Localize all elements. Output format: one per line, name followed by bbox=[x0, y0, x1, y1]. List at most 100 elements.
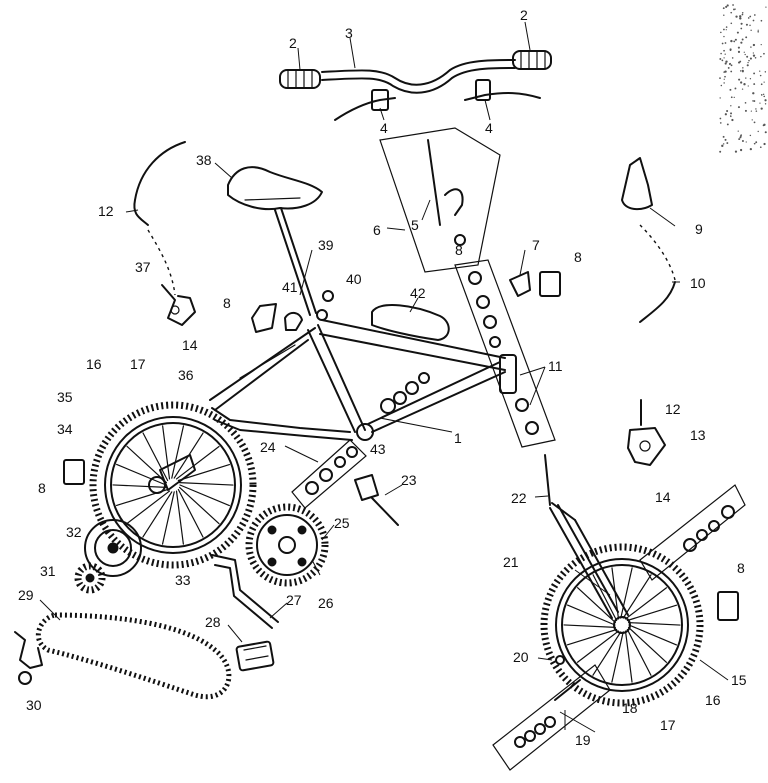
speck bbox=[734, 87, 737, 90]
callout-31: 31 bbox=[40, 563, 56, 579]
speck bbox=[760, 19, 763, 22]
speck bbox=[725, 29, 727, 31]
callout-42: 42 bbox=[410, 285, 426, 301]
speck bbox=[726, 4, 729, 7]
spoke bbox=[178, 486, 220, 525]
speck bbox=[763, 95, 766, 98]
speck bbox=[737, 46, 740, 49]
speck bbox=[729, 49, 732, 52]
speck bbox=[722, 7, 725, 10]
speck bbox=[730, 22, 733, 25]
speck bbox=[719, 77, 721, 79]
spoke bbox=[179, 484, 230, 507]
spoke bbox=[142, 432, 169, 482]
speck bbox=[741, 70, 744, 73]
spoke bbox=[566, 628, 618, 646]
callout-8: 8 bbox=[455, 242, 463, 258]
speck bbox=[749, 15, 752, 18]
speck bbox=[721, 59, 724, 62]
speck bbox=[762, 93, 765, 96]
reflector-left bbox=[63, 459, 85, 485]
callout-8: 8 bbox=[223, 295, 231, 311]
speck bbox=[730, 64, 733, 67]
crank bbox=[211, 554, 279, 629]
speck bbox=[727, 66, 730, 69]
spoke bbox=[624, 587, 668, 620]
speck bbox=[734, 150, 738, 153]
speck bbox=[745, 77, 747, 79]
speck bbox=[719, 117, 722, 120]
speck bbox=[739, 15, 742, 18]
speck bbox=[753, 14, 756, 16]
spoke bbox=[566, 604, 616, 626]
speck bbox=[765, 6, 767, 8]
seat-post bbox=[274, 207, 317, 316]
callout-5: 5 bbox=[411, 217, 419, 233]
speck bbox=[759, 70, 761, 72]
speck bbox=[757, 30, 759, 33]
left-grip bbox=[279, 69, 321, 89]
right-brake-lever bbox=[464, 79, 541, 101]
reflector-bracket bbox=[509, 271, 561, 297]
left-brake-lever bbox=[334, 89, 396, 121]
speck bbox=[722, 135, 725, 138]
callout-23: 23 bbox=[401, 472, 417, 488]
speck bbox=[749, 78, 752, 80]
speck bbox=[752, 92, 755, 95]
handlebar bbox=[321, 59, 516, 94]
speck bbox=[748, 59, 750, 62]
speck bbox=[730, 96, 733, 99]
callout-17: 17 bbox=[130, 356, 146, 372]
callout-9: 9 bbox=[695, 221, 703, 237]
speck bbox=[744, 102, 747, 104]
speck bbox=[763, 142, 766, 146]
spoke bbox=[611, 631, 624, 683]
callout-11: 11 bbox=[548, 358, 563, 374]
speck bbox=[757, 130, 759, 133]
speck bbox=[739, 136, 742, 139]
speck bbox=[751, 119, 753, 121]
speck bbox=[764, 99, 767, 102]
frame bbox=[209, 319, 517, 441]
callout-15: 15 bbox=[731, 672, 747, 688]
spoke bbox=[624, 630, 633, 683]
speck bbox=[735, 15, 738, 18]
bottom-bracket-bearings bbox=[380, 372, 430, 414]
bottom-bracket-panel bbox=[291, 439, 367, 509]
speck bbox=[734, 38, 737, 41]
callout-14: 14 bbox=[655, 489, 671, 505]
speck bbox=[740, 22, 743, 25]
pedal bbox=[235, 640, 275, 672]
speck bbox=[739, 70, 742, 72]
speck bbox=[721, 42, 724, 45]
speck bbox=[753, 72, 756, 75]
speck bbox=[730, 11, 733, 14]
speck bbox=[759, 146, 762, 149]
speck bbox=[719, 122, 722, 124]
spoke bbox=[563, 624, 617, 628]
callout-14: 14 bbox=[182, 337, 198, 353]
spoke bbox=[162, 425, 171, 480]
speck bbox=[741, 139, 744, 142]
speck bbox=[730, 70, 733, 73]
spoke bbox=[628, 624, 678, 646]
speck bbox=[737, 106, 740, 109]
speck bbox=[763, 123, 766, 126]
spoke bbox=[142, 491, 173, 538]
speck bbox=[753, 100, 756, 102]
spoke bbox=[161, 491, 175, 545]
spoke bbox=[178, 482, 234, 486]
callout-32: 32 bbox=[66, 524, 82, 540]
chain-guard bbox=[371, 304, 450, 341]
speck bbox=[764, 71, 767, 73]
speck bbox=[749, 57, 752, 60]
spoke bbox=[592, 574, 618, 622]
coaster-hub bbox=[84, 519, 142, 577]
speck bbox=[733, 96, 735, 98]
callout-19: 19 bbox=[575, 732, 591, 748]
speck bbox=[725, 26, 728, 28]
saddle bbox=[227, 166, 323, 211]
callout-8: 8 bbox=[737, 560, 745, 576]
speck bbox=[726, 110, 729, 113]
